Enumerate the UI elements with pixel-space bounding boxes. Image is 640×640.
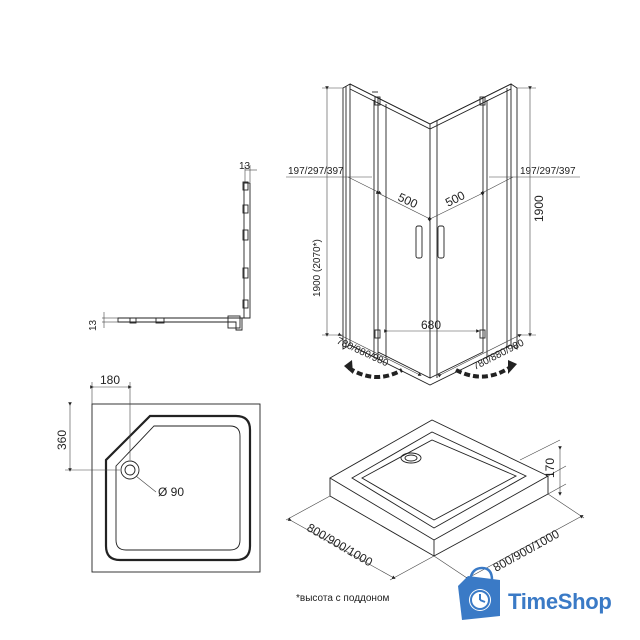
tray-width-right: 800/900/1000 [491, 527, 562, 575]
tray-plan: Ø 90 180 360 [55, 373, 261, 573]
left-door-dimension: 500 [396, 190, 420, 211]
entrance-dimension: 680 [421, 318, 441, 332]
left-base-dimension: 780/880/980 [335, 336, 390, 370]
profile-side-dimension: 13 [88, 319, 99, 331]
footnote: *высота с поддоном [296, 593, 390, 604]
tray-iso: 170 800/900/1000 800/900/1000 [285, 419, 585, 581]
right-height-dimension: 1900 [532, 195, 546, 222]
left-height-dimension: 1900 (2070*) [312, 239, 323, 297]
tray-offset-x: 180 [100, 373, 120, 387]
drain-dimension: Ø 90 [158, 485, 184, 499]
right-door-dimension: 500 [443, 188, 467, 210]
tray-height-dimension: 170 [543, 458, 557, 478]
left-swing-arrow [347, 366, 403, 379]
enclosure-view: 197/297/397 197/297/397 500 500 1900 (20… [286, 83, 580, 386]
right-swing-arrow [455, 364, 514, 379]
left-side-dimension: 197/297/397 [288, 166, 344, 177]
right-side-dimension: 197/297/397 [520, 166, 576, 177]
shopping-bag-clock-icon [458, 566, 500, 620]
profile-top-dimension: 13 [239, 161, 251, 172]
profile-section: 13 13 [88, 161, 257, 331]
tray-offset-y: 360 [55, 430, 69, 450]
tray-width-left: 800/900/1000 [305, 520, 376, 569]
logo-text[interactable]: TimeShop [508, 589, 612, 614]
